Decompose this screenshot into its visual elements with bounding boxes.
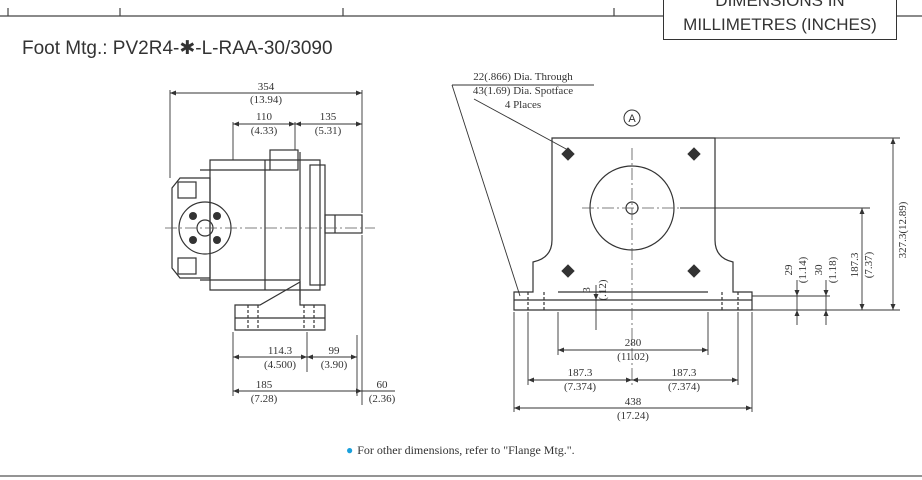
hole-note-line3: 4 Places — [505, 99, 541, 111]
dim-29-in: (1.14) — [797, 256, 809, 283]
dim-187-right: 187.3 — [672, 367, 697, 379]
dim-187-vert-in: (7.37) — [863, 251, 875, 278]
side-port-bolts — [189, 212, 221, 244]
dim-187-vert: 187.3 — [849, 252, 861, 277]
dim-187-left-in: (7.374) — [564, 381, 596, 393]
dim-114: 114.3 — [268, 345, 293, 357]
dim-327: 327.3(12.89) — [897, 201, 909, 258]
dim-29: 29 — [783, 264, 795, 276]
bolt-icon — [561, 147, 701, 278]
dim-187-right-in: (7.374) — [668, 381, 700, 393]
units-box: DIMENSIONS IN MILLIMETRES (INCHES) — [663, 0, 897, 40]
side-dimension-arrows — [170, 90, 362, 394]
dim-110-in: (4.33) — [251, 125, 278, 137]
top-frame-line — [0, 8, 922, 17]
dim-187-left: 187.3 — [568, 367, 593, 379]
dim-280-in: (11.02) — [617, 351, 649, 363]
dim-135-in: (5.31) — [315, 125, 342, 137]
front-dimension-arrows — [514, 138, 896, 411]
dim-3-in: (.12) — [597, 279, 609, 300]
dim-354: 354 — [258, 81, 275, 93]
model-title: Foot Mtg.: PV2R4-✱-L-RAA-30/3090 — [22, 38, 333, 59]
side-dimension-texts: 354 (13.94) 110 (4.33) 135 (5.31) 114.3 … — [250, 81, 396, 405]
dim-30: 30 — [813, 264, 825, 276]
view-marker: A — [623, 109, 641, 127]
dim-135: 135 — [320, 111, 337, 123]
hole-note: 22(.866) Dia. Through 43(1.69) Dia. Spot… — [473, 71, 573, 111]
dim-280: 280 — [625, 337, 642, 349]
dim-114-in: (4.500) — [264, 359, 296, 371]
side-view: 354 (13.94) 110 (4.33) 135 (5.31) 114.3 … — [165, 81, 396, 405]
dim-185-in: (7.28) — [251, 393, 278, 405]
hole-note-line1: 22(.866) Dia. Through — [473, 71, 573, 83]
side-view-outline — [171, 149, 363, 331]
front-view-outline — [513, 137, 753, 311]
dim-3: 3 — [581, 287, 593, 293]
front-dimension-texts: 280 (11.02) 187.3 (7.374) 187.3 (7.374) … — [564, 201, 909, 422]
side-dimension-lines — [169, 90, 395, 405]
front-view: 22(.866) Dia. Through 43(1.69) Dia. Spot… — [451, 71, 909, 422]
units-label-line1: DIMENSIONS IN — [715, 0, 845, 10]
hole-note-line2: 43(1.69) Dia. Spotface — [473, 85, 573, 97]
dim-110: 110 — [256, 111, 273, 123]
dim-185: 185 — [256, 379, 273, 391]
dim-60-in: (2.36) — [369, 393, 396, 405]
dim-30-in: (1.18) — [827, 256, 839, 283]
hole-note-leaders — [451, 84, 594, 297]
bullet-icon: ● — [346, 443, 354, 457]
dim-354-in: (13.94) — [250, 94, 282, 106]
footnote-text: For other dimensions, refer to "Flange M… — [357, 443, 575, 457]
dim-438-in: (17.24) — [617, 410, 649, 422]
footnote: ●For other dimensions, refer to "Flange … — [346, 443, 575, 458]
units-label-line2: MILLIMETRES (INCHES) — [683, 15, 877, 34]
dim-99-in: (3.90) — [321, 359, 348, 371]
view-marker-label: A — [628, 113, 636, 125]
front-centerlines — [582, 148, 682, 385]
dim-438: 438 — [625, 396, 642, 408]
front-bolt-icons — [561, 147, 701, 278]
dim-60: 60 — [377, 379, 389, 391]
dim-99: 99 — [329, 345, 341, 357]
